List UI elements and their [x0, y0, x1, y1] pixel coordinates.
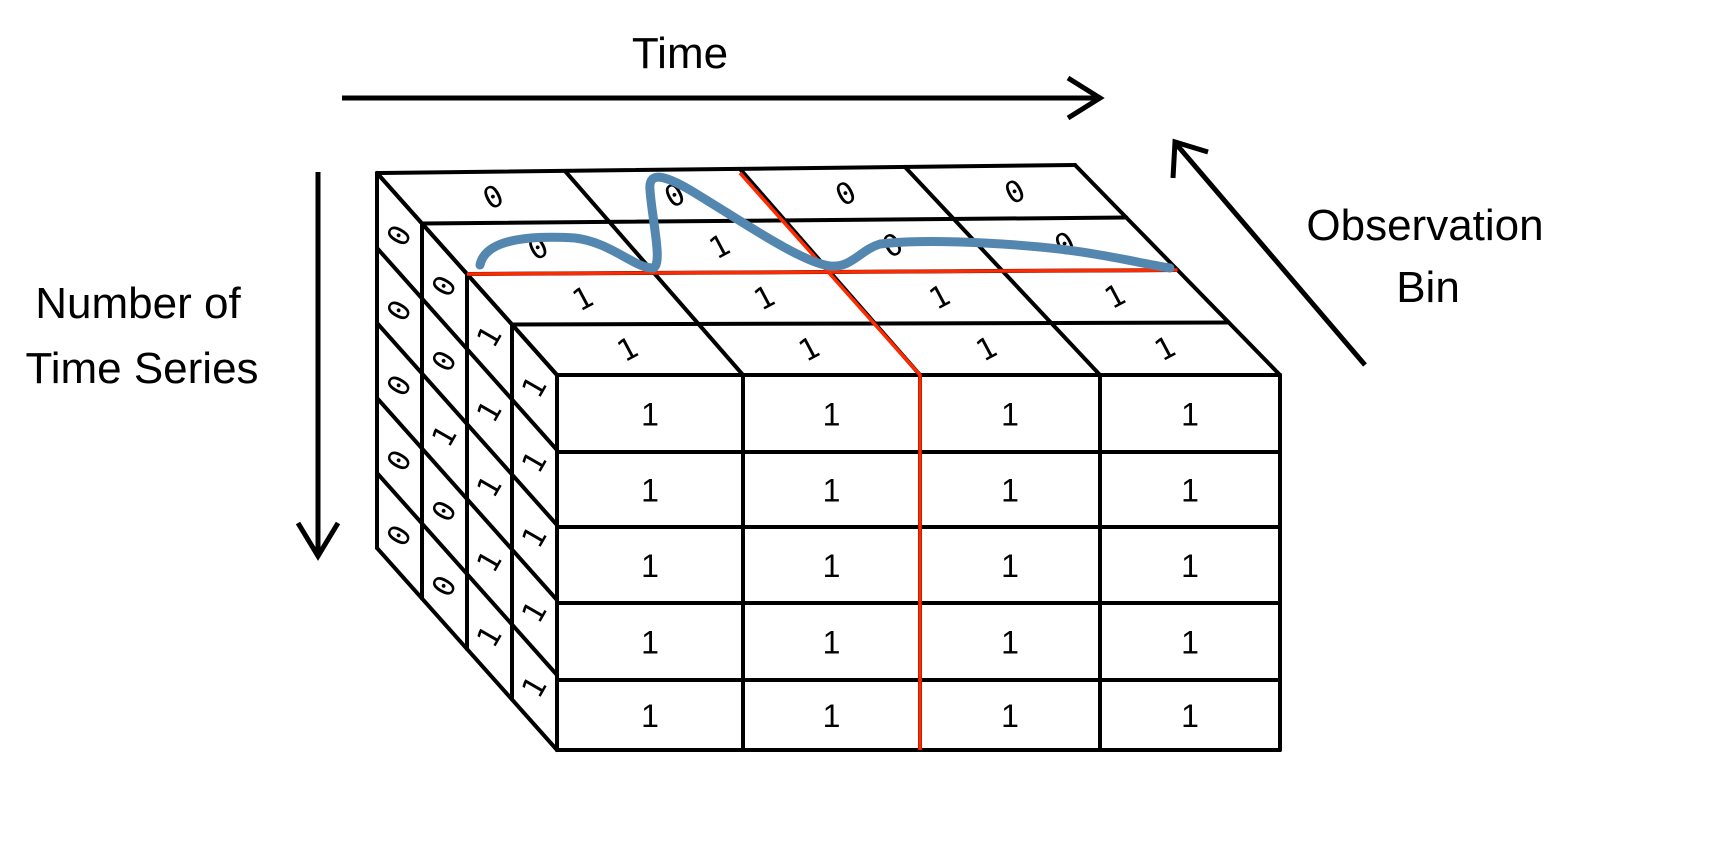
- side-cell-value: 1: [515, 371, 554, 404]
- observation-bin-arrow: [1170, 138, 1367, 367]
- top-cell-value: 1: [704, 228, 736, 267]
- top-depth-line: [375, 163, 1077, 175]
- side-cell-value: 1: [515, 521, 554, 554]
- time-label: Time: [632, 29, 728, 78]
- front-cell-value: 1: [1181, 473, 1199, 509]
- highlight-time-series-line: [466, 268, 1178, 276]
- side-cell-value: 1: [470, 320, 509, 353]
- side-cell-value: 1: [515, 596, 554, 629]
- side-cell-value: 0: [380, 294, 419, 327]
- top-cell-value: 0: [477, 178, 509, 217]
- top-cell-value: 0: [999, 173, 1031, 212]
- highlight-time-slice-line: [738, 171, 922, 750]
- highlight-overlay: [466, 171, 1178, 750]
- side-cell-value: 1: [470, 620, 509, 653]
- top-depth-line: [420, 215, 1129, 226]
- side-cell-value: 1: [515, 671, 554, 704]
- front-cell-value: 1: [1181, 548, 1199, 584]
- side-cell-value: 0: [425, 270, 464, 303]
- front-cell-value: 1: [641, 698, 659, 734]
- side-cell-value: 1: [470, 470, 509, 503]
- top-cell-value: 1: [612, 330, 644, 369]
- side-cell-value: 0: [380, 219, 419, 252]
- top-depth-line: [510, 320, 1231, 327]
- front-cell-value: 1: [641, 625, 659, 661]
- front-cell-value: 1: [823, 397, 841, 433]
- time-series-curve: [475, 172, 1175, 273]
- time-series-arrow: [295, 172, 341, 561]
- front-cell-value: 1: [641, 397, 659, 433]
- top-cell-value: 1: [924, 278, 956, 317]
- side-cell-value: 1: [470, 545, 509, 578]
- front-cell-value: 1: [1001, 625, 1019, 661]
- observation-bin-label-line1: Observation: [1306, 201, 1543, 250]
- front-cell-value: 1: [641, 473, 659, 509]
- front-cell-value: 1: [1001, 473, 1019, 509]
- front-cell-value: 1: [1181, 397, 1199, 433]
- top-cell-value: 0: [830, 175, 862, 214]
- top-cell-value: 1: [748, 279, 780, 318]
- top-cell-value: 1: [793, 330, 825, 369]
- top-cell-value: 1: [1099, 277, 1131, 316]
- side-cell-value: 0: [380, 444, 419, 477]
- front-cell-value: 1: [1001, 698, 1019, 734]
- side-cell-value: 0: [425, 495, 464, 528]
- front-cell-value: 1: [823, 548, 841, 584]
- time-series-label-line1: Number of: [35, 279, 241, 328]
- front-cell-value: 1: [1181, 698, 1199, 734]
- front-cell-value: 1: [1001, 397, 1019, 433]
- top-cell-value: 1: [971, 330, 1003, 369]
- side-cell-value: 0: [425, 570, 464, 603]
- top-cell-value: 1: [1149, 330, 1181, 369]
- side-cell-value: 1: [425, 420, 464, 453]
- time-series-label-line2: Time Series: [25, 344, 258, 393]
- observation-bin-label-line2: Bin: [1396, 263, 1460, 312]
- front-cell-value: 1: [641, 548, 659, 584]
- side-cell-value: 0: [380, 369, 419, 402]
- side-cell-value: 0: [380, 519, 419, 552]
- side-cell-value: 1: [515, 446, 554, 479]
- side-cell-value: 1: [470, 395, 509, 428]
- front-cell-value: 1: [1001, 548, 1019, 584]
- front-cell-value: 1: [823, 698, 841, 734]
- front-cell-value: 1: [823, 625, 841, 661]
- front-cell-value: 1: [823, 473, 841, 509]
- top-cell-value: 1: [567, 280, 599, 319]
- front-cell-value: 1: [1181, 625, 1199, 661]
- side-cell-value: 0: [425, 345, 464, 378]
- time-arrow: [342, 75, 1105, 121]
